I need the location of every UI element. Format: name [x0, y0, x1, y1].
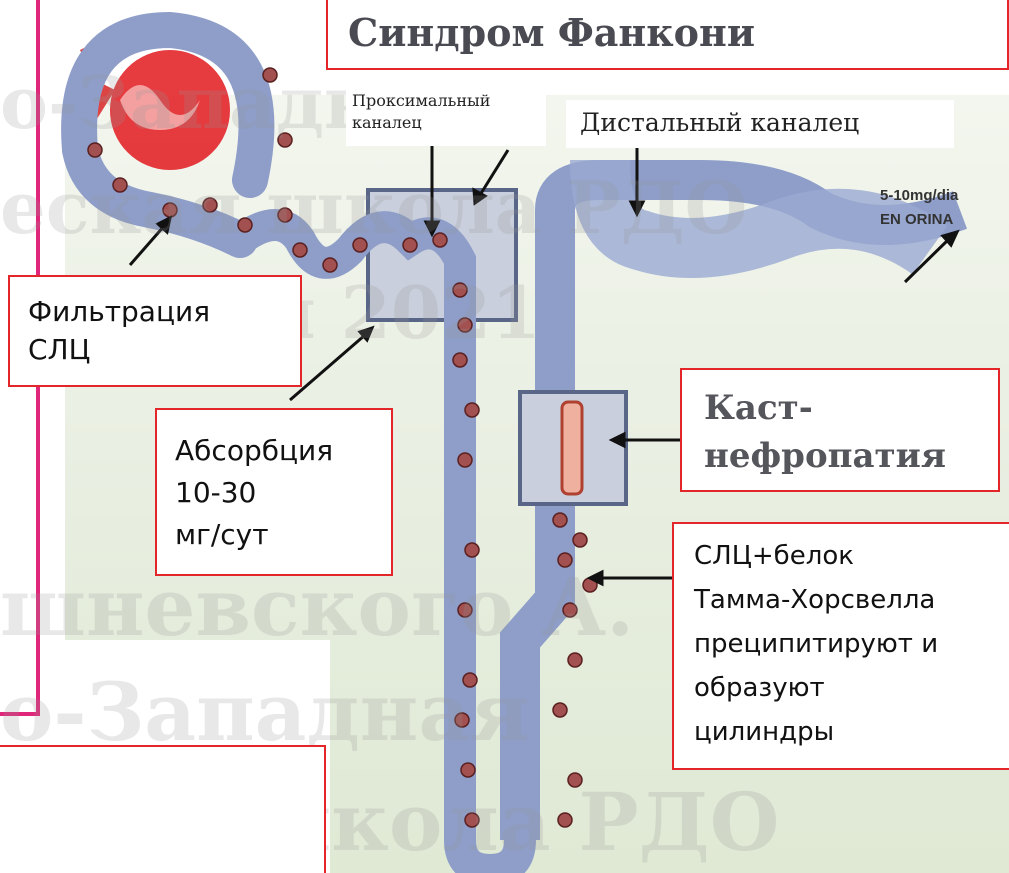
precipitate-line: цилиндры	[694, 710, 1009, 754]
precipitate-line: образуют	[694, 666, 1009, 710]
cast-line: Каст-	[704, 384, 998, 432]
cast-line: нефропатия	[704, 432, 998, 480]
filtration-box: Фильтрация СЛЦ	[8, 275, 302, 387]
label-distal-tubule: Дистальный каналец	[566, 100, 954, 148]
absorption-box: Абсорбция 10-30 мг/сут	[155, 408, 393, 576]
filtration-line: Фильтрация	[28, 293, 300, 331]
urine-label: 5-10mg/dia EN ORINA	[880, 184, 958, 232]
absorption-line: 10-30	[175, 472, 391, 514]
precipitate-box: СЛЦ+белок Тамма-Хорсвелла преципитируют …	[672, 522, 1009, 770]
cast-cylinder	[562, 402, 582, 494]
precipitate-line: Тамма-Хорсвелла	[694, 578, 1009, 622]
urine-location: EN ORINA	[880, 208, 958, 232]
cast-nephropathy-box: Каст- нефропатия	[680, 368, 1000, 492]
absorption-line: Абсорбция	[175, 430, 391, 472]
absorption-line: мг/сут	[175, 514, 391, 556]
precipitate-line: СЛЦ+белок	[694, 534, 1009, 578]
filtration-line: СЛЦ	[28, 331, 300, 369]
empty-caption-box	[0, 745, 326, 873]
urine-amount: 5-10mg/dia	[880, 184, 958, 208]
loop-of-henle	[460, 840, 520, 870]
label-proximal-tubule: Проксимальный каналец	[346, 88, 546, 146]
precipitate-line: преципитируют и	[694, 622, 1009, 666]
page-title: Синдром Фанкони	[326, 0, 1009, 70]
